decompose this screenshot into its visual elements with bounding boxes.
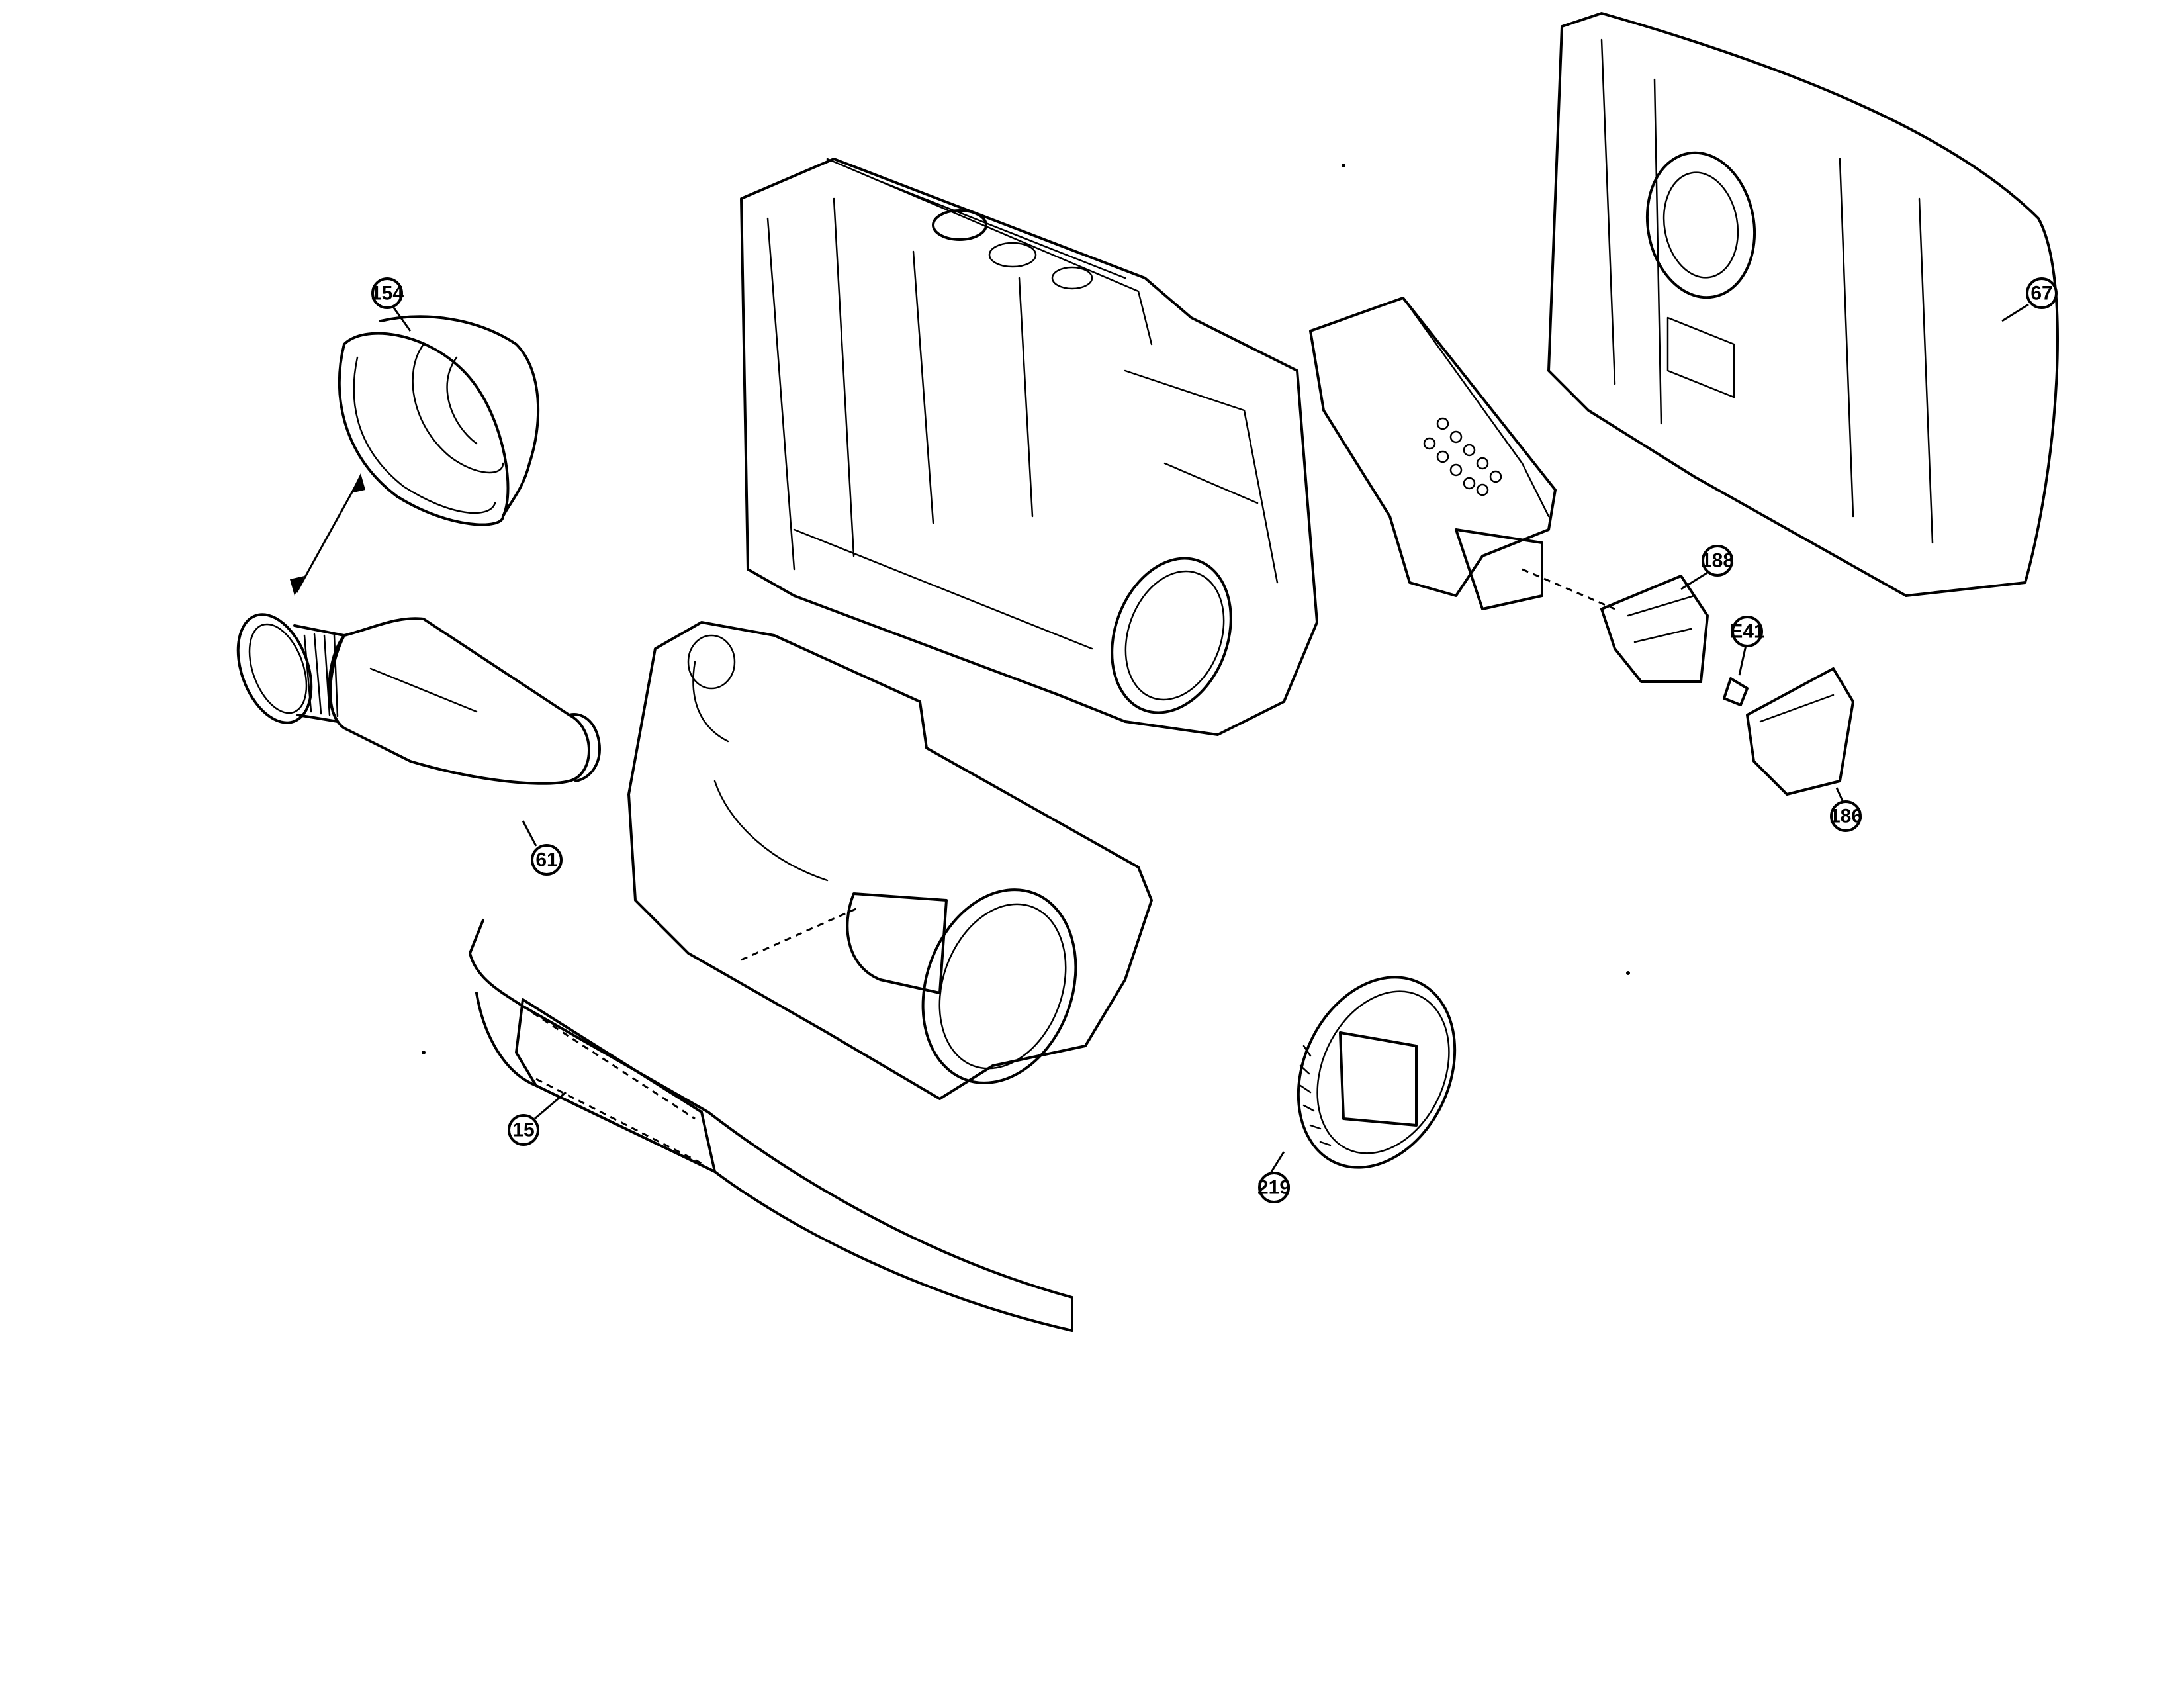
eyecup-part	[338, 315, 540, 526]
callout-154: 154	[371, 277, 404, 309]
scan-speck	[1626, 971, 1630, 975]
callout-15: 15	[508, 1114, 539, 1146]
callout-label: 154	[371, 283, 404, 304]
assembly-arrow	[290, 473, 365, 596]
scan-speck	[1342, 164, 1345, 167]
lamp-part	[1723, 677, 1749, 706]
callout-61: 61	[531, 844, 563, 876]
scan-speck	[422, 1051, 426, 1054]
viewfinder-part	[236, 613, 601, 785]
bracket-part	[1600, 575, 1709, 683]
hand-strap-part	[469, 919, 1073, 1332]
grip-cover-part	[1309, 297, 1557, 610]
leader-lines	[392, 303, 2029, 1174]
front-housing-part	[627, 621, 1153, 1100]
callout-219: 219	[1257, 1172, 1291, 1203]
callout-label: E41	[1729, 621, 1764, 643]
callout-label: 61	[535, 849, 557, 871]
callout-E41: E41	[1729, 616, 1765, 647]
lens-ring-part	[1297, 976, 1457, 1169]
assembly-dashed-line	[1522, 568, 1615, 610]
callout-label: 219	[1257, 1177, 1291, 1199]
callout-label: 186	[1829, 806, 1862, 827]
lamp-cover-part	[1746, 667, 1854, 796]
callout-186: 186	[1829, 800, 1862, 832]
side-cover-part	[1547, 12, 2059, 597]
callout-188: 188	[1701, 545, 1734, 577]
callout-67: 67	[2026, 277, 2058, 309]
callout-label: 67	[2030, 283, 2052, 304]
callout-label: 15	[512, 1119, 534, 1141]
main-chassis-part	[740, 158, 1318, 736]
callout-label: 188	[1701, 550, 1734, 572]
speaker-grille-holes	[1423, 417, 1502, 496]
